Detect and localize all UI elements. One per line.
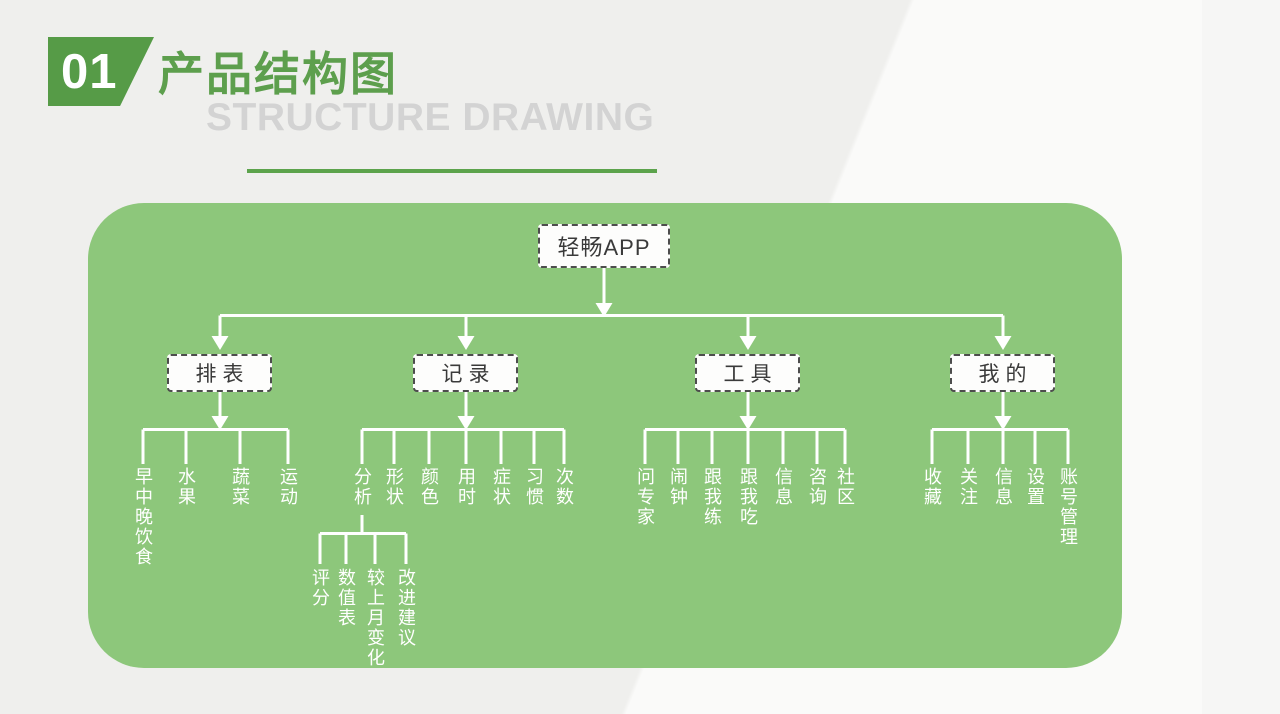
branch-node-schedule: 排表 [167, 354, 272, 392]
leaf-node: 信息 [773, 467, 793, 507]
leaf-node: 评分 [310, 568, 330, 608]
leaf-node: 形状 [384, 467, 404, 507]
leaf-node: 症状 [491, 467, 511, 507]
leaf-node: 颜色 [419, 467, 439, 507]
section-number-badge: 01 [48, 37, 154, 106]
root-node: 轻畅APP [538, 224, 670, 268]
leaf-node: 关注 [958, 467, 978, 507]
leaf-node: 早中晚饮食 [133, 467, 153, 567]
leaf-node: 跟我练 [702, 467, 722, 527]
slide-title: 产品结构图 [158, 48, 398, 100]
leaf-node: 跟我吃 [738, 467, 758, 527]
leaf-node: 信息 [993, 467, 1013, 507]
connector-lines [141, 268, 1070, 564]
connector-arrowheads [211, 303, 1012, 430]
leaf-node: 用时 [456, 467, 476, 507]
branch-node-record: 记录 [413, 354, 518, 392]
leaf-node: 账号管理 [1058, 467, 1078, 547]
title-underline [247, 169, 657, 173]
slide-subtitle: STRUCTURE DRAWING [206, 96, 655, 139]
leaf-node: 问专家 [635, 467, 655, 527]
leaf-node: 运动 [278, 467, 298, 507]
leaf-node: 改进建议 [396, 568, 416, 648]
leaf-node: 数值表 [336, 568, 356, 628]
leaf-node: 次数 [554, 467, 574, 507]
leaf-node: 分析 [352, 467, 372, 507]
leaf-node: 社区 [835, 467, 855, 507]
leaf-node: 闹钟 [668, 467, 688, 507]
section-number: 01 [61, 44, 118, 99]
branch-node-tools: 工具 [695, 354, 800, 392]
leaf-node: 设置 [1025, 467, 1045, 507]
leaf-node: 蔬菜 [230, 467, 250, 507]
leaf-node: 习惯 [524, 467, 544, 507]
background-right-band [1202, 0, 1280, 714]
leaf-node: 收藏 [922, 467, 942, 507]
leaf-node: 咨询 [807, 467, 827, 507]
diagram-panel: 轻畅APP 排表 记录 工具 我的 早中晚饮食 水果 蔬菜 运动 分析 形状 颜… [88, 203, 1122, 668]
tree-connectors [141, 268, 1070, 564]
leaf-node: 水果 [176, 467, 196, 507]
leaf-node: 较上月变化 [365, 568, 385, 668]
branch-node-mine: 我的 [950, 354, 1055, 392]
